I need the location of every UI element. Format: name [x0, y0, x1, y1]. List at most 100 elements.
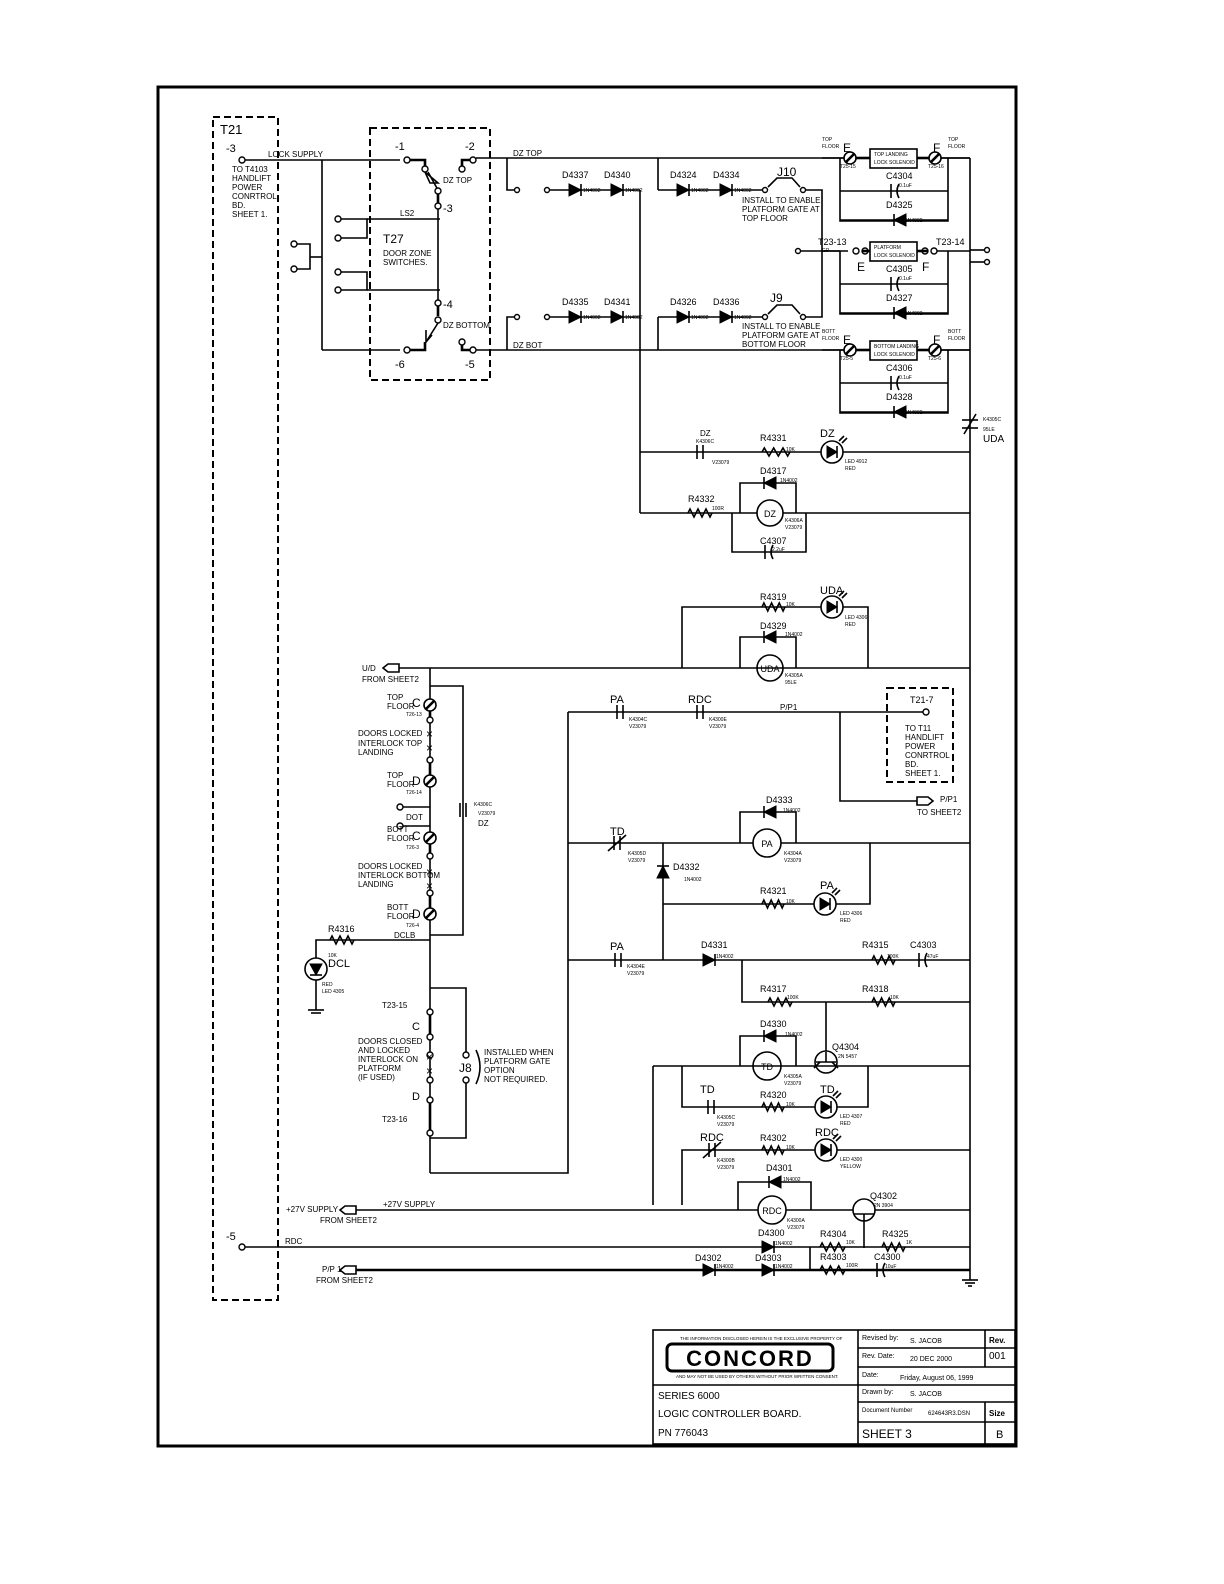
svg-text:TOP: TOP — [948, 137, 959, 143]
dz-top-net: DZ TOP — [513, 149, 542, 158]
svg-text:1N4002: 1N4002 — [716, 1264, 734, 1270]
svg-text:DZ TOP: DZ TOP — [443, 176, 472, 185]
svg-text:HANDLIFT: HANDLIFT — [905, 733, 944, 742]
svg-text:DOT: DOT — [406, 813, 423, 822]
rdc-led — [814, 1133, 842, 1162]
svg-text:BOTTOM FLOOR: BOTTOM FLOOR — [742, 340, 806, 349]
capacitor-1 — [890, 276, 900, 292]
svg-text:AND MAY NOT BE USED BY OTHERS: AND MAY NOT BE USED BY OTHERS WITHOUT PR… — [676, 1374, 838, 1379]
d4332 — [656, 864, 670, 879]
svg-text:D4330: D4330 — [760, 1019, 787, 1029]
svg-text:LOCK SOLENOID: LOCK SOLENOID — [874, 253, 915, 259]
svg-text:DZ BOTTOM: DZ BOTTOM — [443, 321, 490, 330]
svg-text:Drawn by:: Drawn by: — [862, 1389, 894, 1396]
svg-text:D4341: D4341 — [604, 297, 631, 307]
screw-terminal — [843, 343, 857, 357]
svg-text:DOORS LOCKED: DOORS LOCKED — [358, 862, 423, 871]
svg-text:1N4002: 1N4002 — [583, 188, 601, 194]
svg-text:0.1uF: 0.1uF — [899, 276, 912, 282]
diodes_top-1 — [610, 183, 625, 197]
svg-text:DZ: DZ — [478, 819, 489, 828]
svg-text:R4320: R4320 — [760, 1090, 787, 1100]
svg-text:D4326: D4326 — [670, 297, 697, 307]
svg-text:R4319: R4319 — [760, 592, 787, 602]
top-floor-c-screw — [423, 698, 437, 712]
svg-text:1N4002: 1N4002 — [905, 410, 923, 416]
d4333 — [762, 805, 777, 819]
svg-text:T23-14: T23-14 — [936, 237, 965, 247]
svg-text:100R: 100R — [846, 1263, 858, 1269]
svg-text:-5: -5 — [465, 359, 475, 371]
svg-text:R4321: R4321 — [760, 886, 787, 896]
svg-text:(IF USED): (IF USED) — [358, 1073, 395, 1082]
svg-text:DOORS LOCKED: DOORS LOCKED — [358, 729, 423, 738]
svg-text:D: D — [412, 907, 421, 921]
pa-contact — [616, 705, 624, 719]
bott-floor-c-screw — [423, 831, 437, 845]
svg-text:PN 776043: PN 776043 — [658, 1428, 708, 1439]
svg-text:×: × — [426, 741, 433, 755]
svg-text:2.2uF: 2.2uF — [772, 547, 785, 553]
svg-text:SHEET 3: SHEET 3 — [862, 1427, 912, 1441]
svg-text:C4304: C4304 — [886, 171, 913, 181]
svg-text:×: × — [426, 865, 433, 879]
svg-text:LOCK SOLENOID: LOCK SOLENOID — [874, 160, 915, 166]
r4318 — [871, 996, 896, 1008]
svg-text:-1: -1 — [395, 141, 405, 153]
svg-text:K4306A: K4306A — [785, 518, 803, 524]
svg-text:BOTTOM LANDING: BOTTOM LANDING — [874, 344, 919, 350]
svg-text:R4303: R4303 — [820, 1252, 847, 1262]
svg-text:0.1uF: 0.1uF — [899, 375, 912, 381]
t27-label: T27 — [383, 232, 404, 246]
q4304-transistor — [813, 1050, 839, 1074]
svg-text:C: C — [412, 696, 421, 710]
svg-text:FLOOR: FLOOR — [387, 702, 415, 711]
q4302-transistor — [852, 1198, 876, 1248]
svg-text:-6: -6 — [395, 359, 405, 371]
svg-text:TOP FLOOR: TOP FLOOR — [742, 214, 788, 223]
svg-text:Revised by:: Revised by: — [862, 1335, 899, 1342]
svg-text:D4329: D4329 — [760, 621, 787, 631]
diodes_bot-0 — [568, 310, 583, 324]
svg-text:+27V SUPPLY: +27V SUPPLY — [383, 1200, 436, 1209]
svg-text:V23079: V23079 — [717, 1165, 734, 1171]
svg-text:RED: RED — [840, 1121, 851, 1127]
r4315 — [871, 954, 896, 966]
d4302 — [702, 1263, 717, 1277]
pa-contact-2 — [614, 953, 622, 967]
svg-text:PA: PA — [610, 694, 625, 706]
svg-text:R4317: R4317 — [760, 984, 787, 994]
svg-text:PA: PA — [761, 839, 772, 849]
svg-text:BD.: BD. — [905, 760, 918, 769]
svg-text:T25-16: T25-16 — [928, 164, 944, 170]
svg-text:Q4302: Q4302 — [870, 1191, 897, 1201]
svg-text:1N4002: 1N4002 — [785, 1032, 803, 1038]
r4303 — [819, 1264, 846, 1276]
svg-text:V23079: V23079 — [478, 811, 495, 817]
svg-text:V23079: V23079 — [709, 724, 726, 730]
pa-relay-coil: PA — [752, 828, 782, 858]
svg-text:1N4002: 1N4002 — [625, 188, 643, 194]
svg-text:TD: TD — [610, 826, 625, 838]
svg-text:P/P1: P/P1 — [940, 795, 958, 804]
d4331 — [702, 953, 717, 967]
svg-text:RED: RED — [840, 918, 851, 924]
svg-text:TD: TD — [700, 1084, 715, 1096]
svg-text:D4327: D4327 — [886, 293, 913, 303]
svg-text:RDC: RDC — [285, 1237, 303, 1246]
jumper-j9: J9 INSTALL TO ENABLE PLATFORM GATE AT BO… — [742, 291, 820, 349]
svg-text:INSTALLED WHEN: INSTALLED WHEN — [484, 1048, 554, 1057]
svg-text:CONRTROL: CONRTROL — [905, 751, 950, 760]
td-led — [814, 1090, 842, 1119]
svg-text:LED 4306: LED 4306 — [840, 911, 862, 917]
svg-text:T26-14: T26-14 — [406, 790, 422, 796]
title-block: THE INFORMATION DISCLOSED HEREIN IS THE … — [652, 1329, 1016, 1445]
svg-text:TO T4103: TO T4103 — [232, 165, 268, 174]
rdc-contact — [696, 705, 704, 719]
svg-text:T23-16: T23-16 — [382, 1115, 408, 1124]
svg-text:V23079: V23079 — [712, 460, 729, 466]
svg-text:10K: 10K — [786, 1102, 796, 1108]
